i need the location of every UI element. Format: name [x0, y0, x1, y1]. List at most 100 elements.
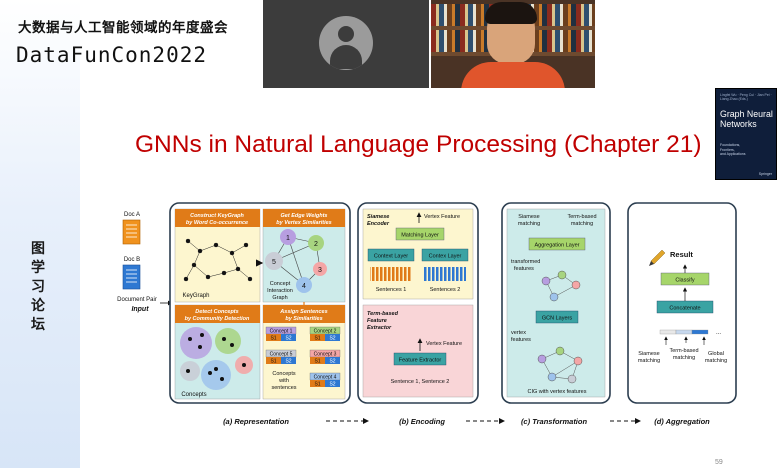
community-clusters [180, 327, 253, 390]
cig-node-label: 3 [318, 267, 322, 274]
panel-transformation: Siamese matching Term-based matching Agg… [501, 202, 611, 404]
context-layer-2-label: Contex Layer [429, 254, 462, 260]
book-title-line: Graph Neural [720, 109, 773, 119]
doc-a-icon [122, 219, 141, 245]
classify-label: Classify [675, 278, 695, 284]
vertex-feature-label: Vertex Feature [426, 341, 462, 347]
book-subtitle: Foundations, Frontiers, and Applications [720, 143, 746, 157]
concept-3-label: Concept 3 [314, 352, 337, 358]
ellipsis-label: ... [716, 330, 721, 336]
edge-weights-header [263, 209, 345, 227]
global-matching-label: matching [705, 358, 727, 364]
cig-node [308, 235, 324, 251]
aggregation-layer-block [528, 237, 586, 251]
book-publisher: Springer [758, 172, 772, 176]
vertex-feature-label: Vertex Feature [424, 214, 460, 220]
caption-encoding: (b) Encoding [399, 417, 445, 426]
context-layer-1-block [367, 248, 415, 262]
caption-transformation: (c) Transformation [521, 417, 588, 426]
sentences-2-label: Sentences 2 [430, 287, 461, 293]
gcn-layers-block [535, 310, 579, 324]
cig-label: Interaction [267, 288, 293, 294]
token-embedding-bars [370, 267, 466, 281]
caption-aggregation: (d) Aggregation [654, 417, 710, 426]
speaker-shirt [461, 62, 565, 88]
keygraph-nodes [183, 238, 253, 282]
sentences-1-label: Sentences 1 [376, 287, 407, 293]
forum-vertical-label: 图学习论坛 [31, 241, 45, 333]
cig-label: Graph [272, 295, 287, 301]
encoder-label: Encoder [367, 221, 390, 227]
speaker-hair [485, 2, 537, 24]
s2-label: S2 [285, 336, 291, 342]
global-matching-label: Global [708, 351, 724, 357]
s1-label: S1 [314, 382, 320, 388]
conference-logo-text: DataFunCon2022 [16, 43, 208, 67]
cig-node [280, 229, 296, 245]
speaker-video-tile[interactable] [431, 0, 595, 88]
doc-b-icon [122, 264, 141, 290]
cig-vertex-features-label: CIG with vertex features [528, 389, 587, 395]
concatenated-vector [659, 329, 709, 335]
gcn-layers-label: GCN Layers [542, 316, 573, 322]
termbased-label: Term-based [367, 311, 399, 317]
cig-node-label: 4 [302, 283, 306, 290]
detect-concepts-label: Detect Concepts [195, 309, 238, 315]
cig-node [296, 277, 312, 293]
doc-b-label: Doc B [124, 257, 140, 263]
cig-label: Concept [270, 281, 291, 287]
document-pair-label: Document Pair [117, 297, 157, 303]
termbased-matching-label: matching [673, 355, 695, 361]
transformation-box [506, 208, 606, 398]
transformed-graph [541, 270, 581, 302]
construct-keygraph-sublabel: by Word Co-occurrence [186, 220, 248, 226]
slide-page-number: 59 [715, 459, 723, 466]
assign-sentences-header [263, 305, 345, 323]
s1-label: S1 [270, 359, 276, 365]
sentence-pair-label: Sentence 1, Sentence 2 [391, 379, 450, 385]
s1-label: S1 [314, 336, 320, 342]
input-label: Input [131, 306, 149, 313]
s1-label: S1 [314, 359, 320, 365]
book-subtitle-line: Frontiers, [720, 147, 735, 152]
cig-node-label: 2 [314, 241, 318, 248]
detect-concepts-header [175, 305, 260, 323]
termbased-matching-label: matching [571, 221, 593, 227]
book-title-line: Networks [720, 119, 757, 129]
edge-weights-label: Get Edge Weights [281, 213, 328, 219]
concept-5-label: Concept 5 [270, 352, 293, 358]
keygraph-label: KeyGraph [182, 293, 209, 299]
book-title: Graph Neural Networks [720, 109, 773, 129]
panel-encoding: Siamese Encoder Vertex Feature Matching … [357, 202, 479, 404]
term-based-extractor-box [362, 304, 474, 398]
conference-tagline: 大数据与人工智能领域的年度盛会 [18, 20, 228, 36]
participant-video-tile-muted[interactable] [263, 0, 429, 88]
context-layer-1-label: Context Layer [374, 254, 408, 260]
panel-aggregation: Result Classify Concatenate ... Siamese … [627, 202, 737, 404]
s2-label: S2 [329, 359, 335, 365]
default-avatar-icon [319, 16, 373, 70]
feature-extractor-block [393, 352, 447, 366]
panel-representation: Construct KeyGraph by Word Co-occurrence… [169, 202, 351, 404]
concepts-with-sentences-label: sentences [271, 385, 296, 391]
book-editors: Lingfei Wu · Peng Cui · Jian Pei · Liang… [720, 93, 772, 101]
s2-label: S2 [285, 359, 291, 365]
concepts-with-sentences-label: Concepts [272, 371, 295, 377]
siamese-matching-label: Siamese [638, 351, 659, 357]
concepts-with-sentences-label: with [278, 378, 289, 384]
doc-a-label: Doc A [124, 212, 140, 218]
s2-label: S2 [329, 336, 335, 342]
termbased-matching-label: Term-based [567, 214, 596, 220]
matching-layer-block [395, 227, 445, 241]
siamese-matching-label: matching [638, 358, 660, 364]
siamese-matching-label: matching [518, 221, 540, 227]
transformed-features-label: transformed [511, 259, 540, 265]
aggregation-layer-label: Aggregation Layer [535, 243, 580, 249]
s1-label: S1 [270, 336, 276, 342]
vertex-features-label: vertex [511, 330, 526, 336]
feature-label: Feature [367, 318, 387, 324]
result-label: Result [670, 250, 693, 259]
concepts-label: Concepts [181, 392, 206, 398]
gnn-nlp-pipeline-diagram: Doc A Doc B Document Pair Input Construc… [117, 202, 737, 426]
extractor-label: Extractor [367, 325, 392, 331]
